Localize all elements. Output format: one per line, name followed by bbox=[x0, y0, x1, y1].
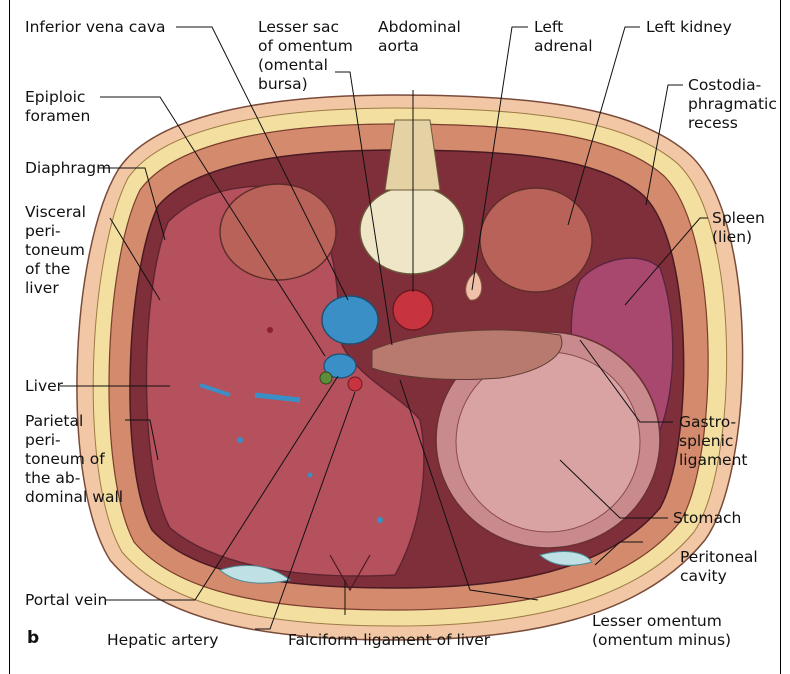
label-inferior-vena-cava: Inferior vena cava bbox=[25, 18, 166, 37]
label-visceral-peritoneum: Visceral peri- toneum of the liver bbox=[25, 203, 86, 298]
label-abdominal-aorta: Abdominal aorta bbox=[378, 18, 461, 56]
label-left-adrenal: Left adrenal bbox=[534, 18, 593, 56]
label-lesser-sac: Lesser sac of omentum (omental bursa) bbox=[258, 18, 353, 94]
abdominal-aorta bbox=[393, 290, 433, 330]
label-gastrosplenic-ligament: Gastro- splenic ligament bbox=[679, 413, 748, 470]
label-peritoneal-cavity: Peritoneal cavity bbox=[680, 548, 758, 586]
label-costodiaphragmatic-recess: Costodia- phragmatic recess bbox=[688, 76, 777, 133]
inferior-vena-cava bbox=[322, 296, 378, 344]
vertebral-body bbox=[360, 186, 464, 274]
liver-vessel bbox=[308, 473, 313, 478]
liver-vessel bbox=[267, 327, 273, 333]
right-kidney bbox=[220, 184, 336, 280]
label-spleen: Spleen (lien) bbox=[712, 209, 765, 247]
panel-letter: b bbox=[27, 628, 39, 648]
label-liver: Liver bbox=[25, 377, 63, 396]
label-hepatic-artery: Hepatic artery bbox=[107, 631, 218, 650]
label-portal-vein: Portal vein bbox=[25, 591, 107, 610]
label-epiploic-foramen: Epiploic foramen bbox=[25, 88, 90, 126]
label-falciform-ligament: Falciform ligament of liver bbox=[288, 631, 490, 650]
hepatic-artery bbox=[348, 377, 362, 391]
left-kidney bbox=[480, 188, 592, 292]
label-stomach: Stomach bbox=[673, 509, 741, 528]
liver-vessel bbox=[237, 437, 243, 443]
liver-vessel bbox=[377, 517, 383, 523]
label-lesser-omentum: Lesser omentum (omentum minus) bbox=[592, 612, 731, 650]
label-diaphragm: Diaphragm bbox=[25, 159, 111, 178]
bile-duct bbox=[320, 372, 332, 384]
label-parietal-peritoneum: Parietal peri- toneum of the ab- dominal… bbox=[25, 412, 123, 507]
label-left-kidney: Left kidney bbox=[646, 18, 732, 37]
